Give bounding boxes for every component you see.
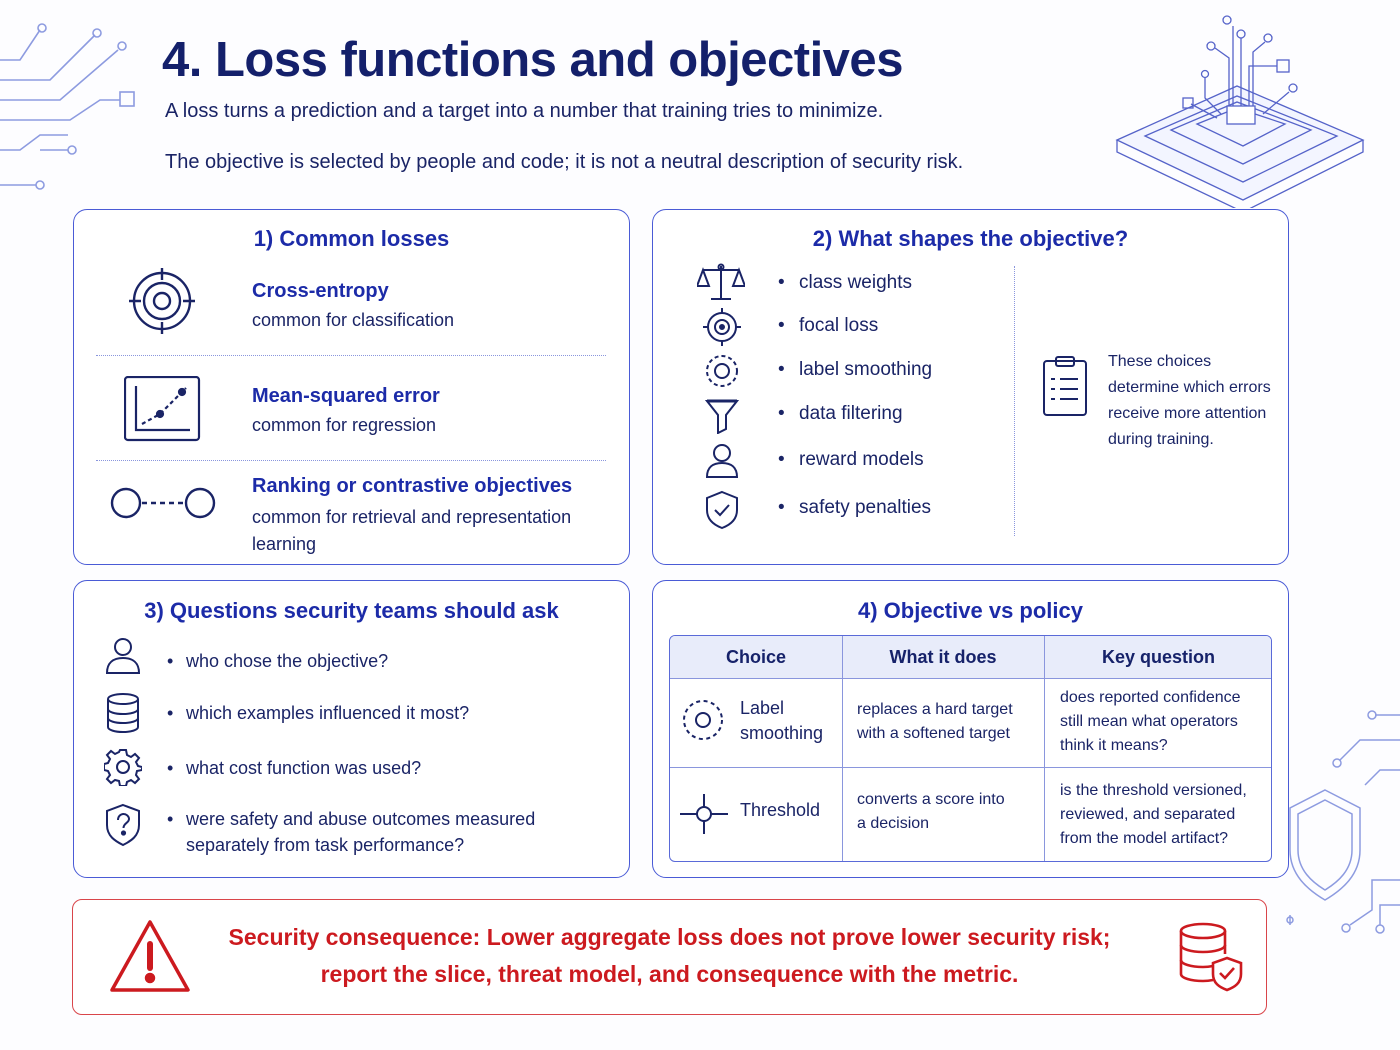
loss-desc: common for retrieval and representation …: [252, 507, 572, 554]
comparison-table: Choice What it does Key question Label s…: [669, 635, 1272, 862]
shaper-note: These choices determine which errors rec…: [1108, 353, 1271, 448]
panel-heading: 1) Common losses: [253, 226, 450, 251]
divider: [96, 460, 606, 461]
loss-desc: common for classification: [252, 310, 455, 330]
panel-objective-shapers: 2) What shapes the objective? class weig…: [652, 209, 1289, 565]
panel-heading: 3) Questions security teams should ask: [144, 598, 559, 623]
shield-check-icon: [705, 490, 739, 530]
loss-name: Ranking or contrastive objectives: [252, 475, 573, 497]
threshold-icon: [680, 792, 728, 836]
circuit-decoration-left: [0, 23, 135, 190]
question-item: which examples influenced it most?: [167, 700, 606, 726]
panel-heading: 2) What shapes the objective?: [812, 226, 1129, 251]
row-divider: [670, 678, 1271, 679]
table-cell-choice: Threshold: [740, 800, 821, 820]
column-header-effect: What it does: [842, 636, 1044, 678]
database-icon: [106, 693, 140, 733]
divider: [96, 355, 606, 356]
linked-nodes-icon: [110, 486, 218, 520]
question-item: what cost function was used?: [167, 755, 606, 781]
database-shield-icon: [1177, 922, 1245, 994]
loss-name: Mean-squared error: [252, 385, 440, 407]
person-icon: [705, 443, 739, 479]
dashed-circle-icon: [704, 353, 740, 389]
clipboard-icon: [1042, 355, 1088, 417]
table-cell-effect: replaces a hard target with a softened t…: [857, 701, 1013, 742]
consequence-line-2: report the slice, threat model, and cons…: [320, 961, 1019, 987]
dashed-circle-icon: [681, 698, 725, 742]
crosshair-icon: [703, 308, 741, 346]
chip-illustration: [1115, 15, 1365, 208]
question-item: were safety and abuse outcomes measured …: [167, 806, 606, 858]
column-header-question: Key question: [1044, 636, 1271, 678]
table-cell-choice: Label smoothing: [740, 698, 824, 743]
consequence-line-1: Security consequence: Lower aggregate lo…: [228, 924, 1111, 950]
warning-icon: [108, 918, 192, 994]
row-divider: [670, 767, 1271, 768]
shaper-item: safety penalties: [778, 497, 931, 519]
security-consequence-banner: Security consequence: Lower aggregate lo…: [72, 899, 1267, 1015]
table-cell-question: is the threshold versioned, reviewed, an…: [1060, 782, 1247, 847]
column-divider: [842, 636, 843, 861]
shield-question-icon: [105, 803, 141, 847]
panel-common-losses: 1) Common losses Cross-entropy common fo…: [73, 209, 630, 565]
shaper-item: focal loss: [778, 315, 878, 337]
table-cell-effect: converts a score into a decision: [857, 791, 1005, 832]
divider: [1014, 266, 1015, 536]
balance-scale-icon: [697, 262, 745, 302]
table-cell-question: does reported confidence still mean what…: [1060, 689, 1241, 754]
column-header-choice: Choice: [670, 636, 842, 678]
shield-decoration: [1286, 710, 1400, 934]
shaper-item: class weights: [778, 272, 912, 294]
line-chart-icon: [124, 376, 202, 442]
person-icon: [105, 637, 141, 675]
shaper-item: reward models: [778, 449, 924, 471]
shaper-item: label smoothing: [778, 359, 932, 381]
target-icon: [129, 268, 195, 334]
loss-desc: common for regression: [252, 415, 437, 435]
column-divider: [1044, 636, 1045, 861]
subtitle-definition: A loss turns a prediction and a target i…: [165, 100, 884, 122]
page-title: 4. Loss functions and objectives: [162, 33, 903, 87]
gear-icon: [104, 748, 142, 786]
funnel-icon: [705, 398, 739, 434]
question-item: who chose the objective?: [167, 648, 606, 674]
subtitle-objective: The objective is selected by people and …: [165, 151, 964, 173]
shaper-item: data filtering: [778, 403, 902, 425]
loss-name: Cross-entropy: [252, 280, 389, 302]
panel-security-questions: 3) Questions security teams should ask w…: [73, 580, 630, 878]
panel-heading: 4) Objective vs policy: [858, 598, 1083, 623]
panel-objective-vs-policy: 4) Objective vs policy Choice What it do…: [652, 580, 1289, 878]
